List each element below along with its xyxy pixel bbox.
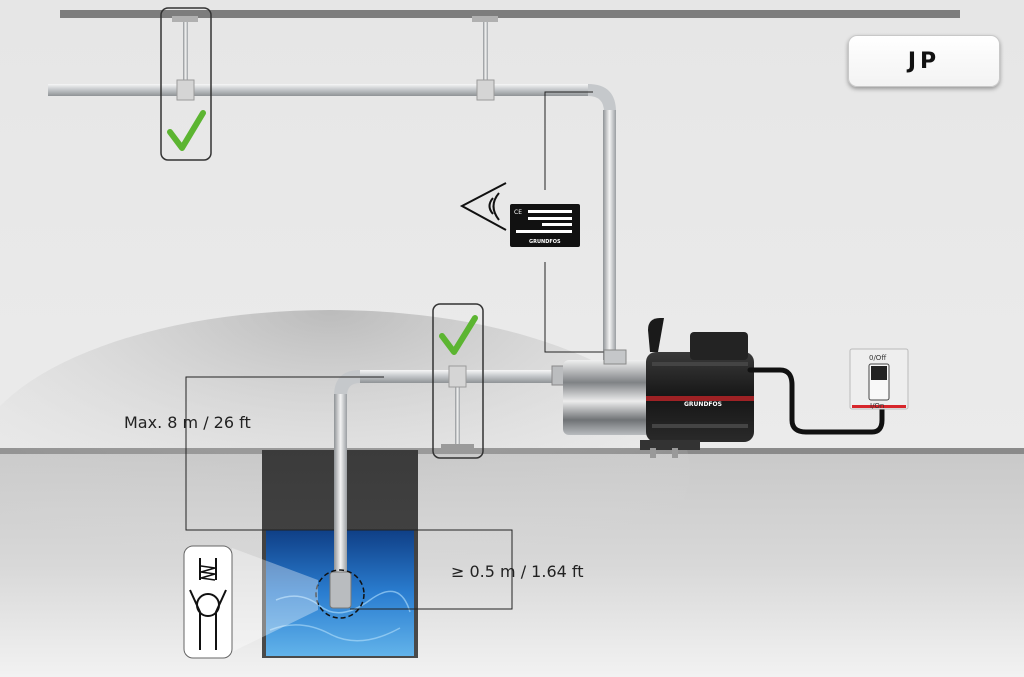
max-suction-lift-label: Max. 8 m / 26 ft bbox=[124, 413, 251, 432]
ce-mark: CE bbox=[514, 209, 522, 216]
nameplate-brand: GRUNDFOS bbox=[529, 239, 561, 245]
water-reflections bbox=[275, 590, 411, 614]
motor-fins bbox=[652, 424, 748, 428]
correct-support-frame-top bbox=[160, 7, 212, 161]
suction-pipe-vertical bbox=[334, 394, 347, 590]
pump-foot-bolt bbox=[672, 448, 678, 458]
correct-support-frame-bottom bbox=[432, 303, 484, 459]
model-badge: JP bbox=[848, 35, 1000, 87]
water-reflections bbox=[269, 624, 401, 642]
min-submersion-label: ≥ 0.5 m / 1.64 ft bbox=[451, 562, 584, 581]
dimension-line-submersion bbox=[347, 529, 513, 610]
pump-housing bbox=[563, 360, 651, 435]
pump-foot-bolt bbox=[650, 448, 656, 458]
pump-outlet bbox=[603, 349, 627, 365]
switch-off-label: 0/Off bbox=[869, 354, 886, 362]
pipe-clamp bbox=[448, 365, 467, 388]
dimension-line-suction-lift bbox=[185, 376, 384, 531]
terminal-box bbox=[690, 332, 748, 360]
pump: GRUNDFOS bbox=[551, 318, 754, 458]
pump-handle bbox=[648, 318, 664, 352]
suction-support-base bbox=[441, 444, 474, 450]
power-cable bbox=[747, 367, 885, 435]
eye-icon bbox=[459, 182, 507, 231]
foot-valve bbox=[329, 571, 352, 609]
pump-foot bbox=[640, 440, 700, 450]
pipe-hanger-right-plate bbox=[472, 16, 498, 22]
switch-on-label: I/On bbox=[870, 402, 884, 410]
callout-line bbox=[544, 262, 610, 353]
pipe-clamp bbox=[476, 79, 495, 101]
magnifier-beam bbox=[232, 548, 318, 652]
ceiling bbox=[60, 10, 960, 18]
pump-stripe bbox=[646, 396, 754, 401]
check-icon bbox=[167, 110, 206, 151]
foot-valve-icon bbox=[183, 545, 233, 659]
nameplate: CE GRUNDFOS bbox=[510, 204, 580, 247]
suction-support bbox=[455, 376, 460, 446]
discharge-pipe-bend bbox=[588, 84, 616, 112]
foot-valve-magnifier bbox=[315, 569, 365, 619]
pipe-hanger-right bbox=[483, 16, 488, 86]
switch-rocker-top bbox=[871, 366, 887, 380]
power-switch: 0/Off I/On bbox=[849, 348, 909, 410]
discharge-pipe-horizontal bbox=[48, 84, 588, 96]
pipe-hanger-left bbox=[183, 16, 188, 86]
check-icon bbox=[439, 315, 478, 355]
pump-brand: GRUNDFOS bbox=[684, 401, 722, 408]
pipe-clamp bbox=[176, 79, 195, 101]
callout-line bbox=[544, 91, 593, 190]
discharge-pipe-vertical bbox=[603, 110, 616, 364]
pipe-hanger-left-plate bbox=[172, 16, 198, 22]
motor-fins bbox=[652, 362, 748, 366]
